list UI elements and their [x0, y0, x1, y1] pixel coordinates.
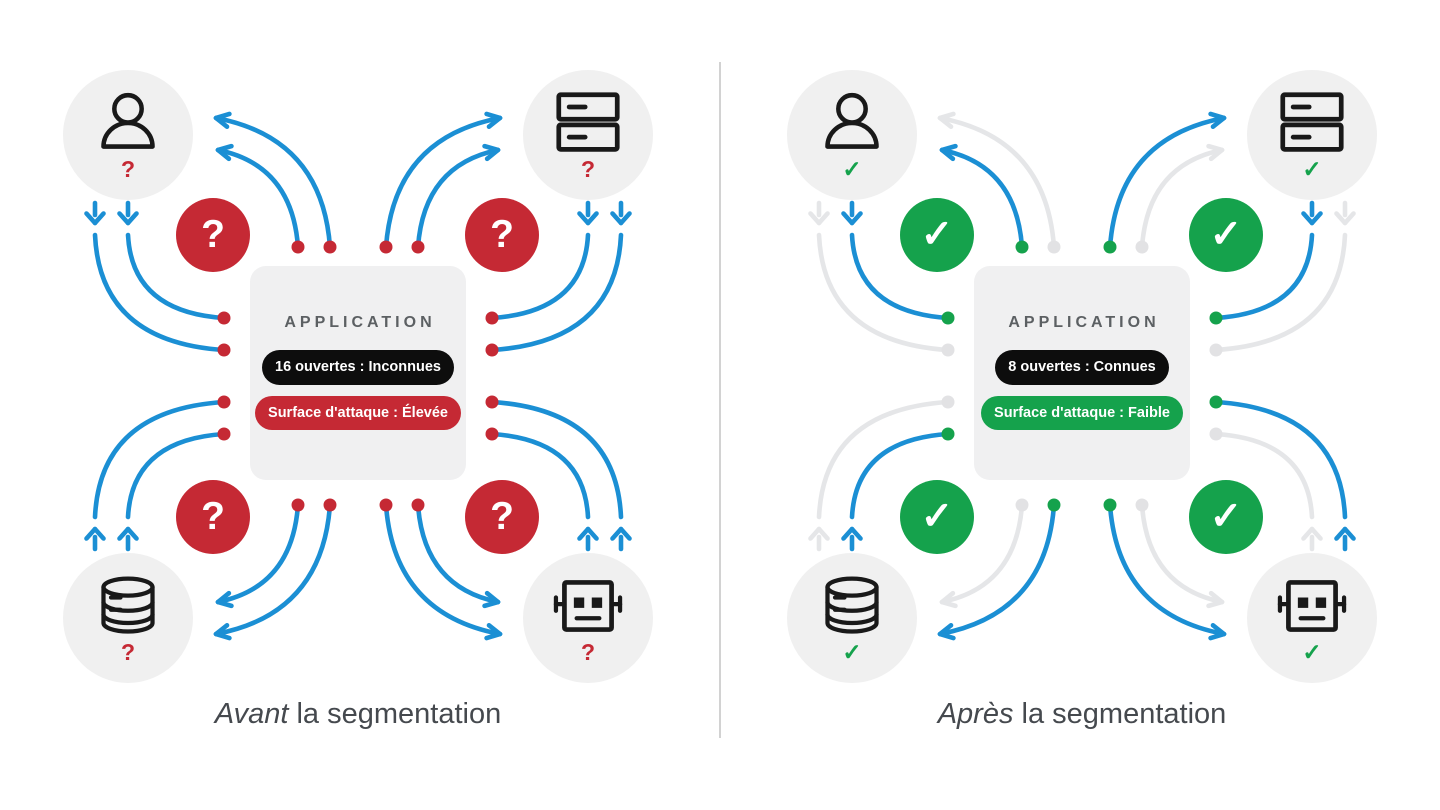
caption-italic-word: Après: [937, 698, 1014, 730]
caption-italic-word: Avant: [214, 698, 289, 730]
badge-glyph: ?: [490, 495, 514, 538]
panel-before-segmentation: ? ? ?: [0, 0, 716, 810]
badge-circle: ?: [176, 198, 250, 272]
database-entity: ?: [63, 553, 193, 683]
divider-line: [719, 62, 721, 738]
server-status-glyph: ?: [580, 155, 596, 182]
open-ports-pill: 8 ouvertes : Connues: [995, 350, 1169, 385]
application-box: APPLICATION 16 ouvertes : Inconnues Surf…: [250, 266, 466, 480]
application-box: APPLICATION 8 ouvertes : Connues Surface…: [974, 266, 1190, 480]
badge-circle: ✓: [900, 480, 974, 554]
bot-status-glyph: ?: [580, 638, 596, 665]
badge-circle: ?: [176, 480, 250, 554]
badge-circle: ✓: [900, 198, 974, 272]
user-icon: [825, 92, 879, 149]
user-icon: [101, 92, 155, 149]
bot-entity: ✓: [1247, 553, 1377, 683]
application-title: APPLICATION: [284, 314, 436, 331]
bot-icon: [1277, 579, 1347, 632]
badge-circle: ✓: [1189, 198, 1263, 272]
attack-surface-pill: Surface d'attaque : Faible: [981, 395, 1183, 430]
server-icon: [556, 91, 620, 152]
database-entity: ✓: [787, 553, 917, 683]
badge-glyph: ✓: [920, 213, 954, 256]
bot-status-glyph: ✓: [1302, 638, 1322, 665]
badge-glyph: ?: [490, 213, 514, 256]
bot-entity: ?: [523, 553, 653, 683]
user-status-glyph: ?: [120, 155, 136, 182]
badge-glyph: ?: [201, 495, 225, 538]
badge-glyph: ✓: [1209, 213, 1243, 256]
open-ports-pill: 16 ouvertes : Inconnues: [262, 350, 454, 385]
application-title: APPLICATION: [1008, 314, 1160, 331]
caption-rest: la segmentation: [1013, 698, 1227, 730]
badge-circle: ?: [465, 480, 539, 554]
database-status-glyph: ?: [120, 638, 136, 665]
caption-rest: la segmentation: [288, 698, 502, 730]
panel-after-segmentation: ✓ ✓ ✓: [724, 0, 1440, 810]
badge-glyph: ✓: [920, 495, 954, 538]
database-icon: [825, 576, 879, 634]
badge-circle: ?: [465, 198, 539, 272]
bot-icon: [553, 579, 623, 632]
user-entity: ?: [63, 70, 193, 200]
panel-caption: Avant la segmentation: [0, 698, 716, 731]
badge-glyph: ?: [201, 213, 225, 256]
server-entity: ✓: [1247, 70, 1377, 200]
badge-glyph: ✓: [1209, 495, 1243, 538]
user-status-glyph: ✓: [842, 155, 862, 182]
server-entity: ?: [523, 70, 653, 200]
panel-caption: Après la segmentation: [724, 698, 1440, 731]
badge-circle: ✓: [1189, 480, 1263, 554]
user-entity: ✓: [787, 70, 917, 200]
attack-surface-pill: Surface d'attaque : Élevée: [255, 395, 461, 430]
database-status-glyph: ✓: [842, 638, 862, 665]
server-icon: [1280, 91, 1344, 152]
database-icon: [101, 576, 155, 634]
server-status-glyph: ✓: [1302, 155, 1322, 182]
